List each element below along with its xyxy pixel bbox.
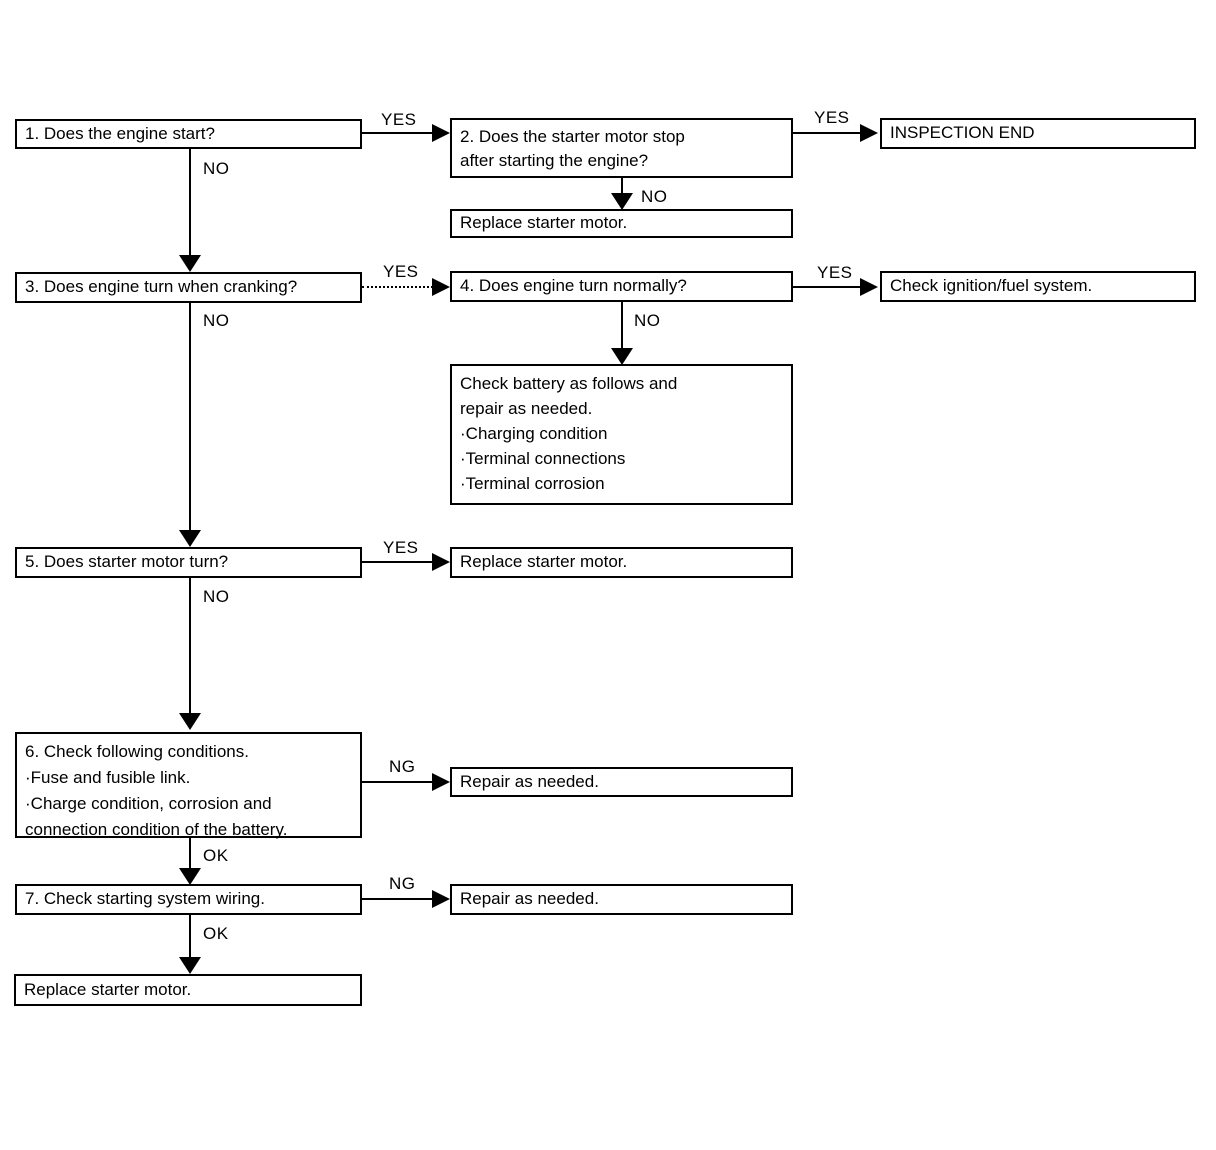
edge-q3-no-line xyxy=(189,303,191,531)
arrowhead-down-q4-battery xyxy=(611,348,633,365)
check-battery-line2: repair as needed. xyxy=(460,399,593,418)
label-no-q5: NO xyxy=(203,587,230,606)
node-repair-as-needed-after-q7: Repair as needed. xyxy=(450,884,793,915)
node-3-engine-turn-cranking: 3. Does engine turn when cranking? xyxy=(15,272,362,303)
arrowhead-right-q2-end xyxy=(860,124,878,142)
arrowhead-down-q6-q7 xyxy=(179,868,201,885)
node-3-text: 3. Does engine turn when cranking? xyxy=(25,277,298,297)
arrowhead-right-q7-repair xyxy=(432,890,450,908)
check-ignition-text: Check ignition/fuel system. xyxy=(890,276,1093,296)
node-2-text-line2: after starting the engine? xyxy=(460,151,649,170)
node-1-text: 1. Does the engine start? xyxy=(25,123,215,143)
node-check-battery: Check battery as follows and repair as n… xyxy=(450,364,793,505)
edge-q2-no-line xyxy=(621,177,623,195)
label-yes-q4: YES xyxy=(817,263,853,282)
label-no-q3: NO xyxy=(203,311,230,330)
node-replace-starter-motor-after-q2: Replace starter motor. xyxy=(450,209,793,238)
label-no-q4: NO xyxy=(634,311,661,330)
arrowhead-down-q7-final xyxy=(179,957,201,974)
label-yes-q3: YES xyxy=(383,262,419,281)
arrowhead-right-q6-repair xyxy=(432,773,450,791)
edge-q7-ng-line xyxy=(362,898,433,900)
label-yes-q1: YES xyxy=(381,110,417,129)
label-no-q2: NO xyxy=(641,187,668,206)
node-6-line2: ·Fuse and fusible link. xyxy=(25,768,191,787)
arrowhead-down-q5-q6 xyxy=(179,713,201,730)
edge-q4-yes-line xyxy=(793,286,861,288)
node-5-starter-motor-turn: 5. Does starter motor turn? xyxy=(15,547,362,578)
edge-q6-ng-line xyxy=(362,781,433,783)
node-1-does-engine-start: 1. Does the engine start? xyxy=(15,119,362,149)
label-ng-q6: NG xyxy=(389,757,416,776)
node-2-starter-motor-stop: 2. Does the starter motor stop after sta… xyxy=(450,118,793,178)
edge-q1-yes-line xyxy=(362,132,433,134)
node-7-check-starting-wiring: 7. Check starting system wiring. xyxy=(15,884,362,915)
edge-q6-ok-line xyxy=(189,838,191,869)
check-battery-line3: ·Charging condition xyxy=(460,424,608,443)
label-ok-q6: OK xyxy=(203,846,229,865)
edge-q5-no-line xyxy=(189,578,191,714)
node-4-engine-turn-normally: 4. Does engine turn normally? xyxy=(450,271,793,302)
label-yes-q5: YES xyxy=(383,538,419,557)
arrowhead-right-q5-replace xyxy=(432,553,450,571)
node-inspection-end: INSPECTION END xyxy=(880,118,1196,149)
label-yes-q2: YES xyxy=(814,108,850,127)
node-6-line1: 6. Check following conditions. xyxy=(25,742,249,761)
node-replace-starter-motor-final: Replace starter motor. xyxy=(14,974,362,1006)
node-4-text: 4. Does engine turn normally? xyxy=(460,276,687,296)
node-6-check-conditions: 6. Check following conditions. ·Fuse and… xyxy=(15,732,362,839)
arrowhead-down-q3-q5 xyxy=(179,530,201,547)
node-replace-starter-motor-after-q5: Replace starter motor. xyxy=(450,547,793,578)
replace-after-q5-text: Replace starter motor. xyxy=(460,552,628,572)
check-battery-line1: Check battery as follows and xyxy=(460,374,678,393)
arrowhead-down-q1-q3 xyxy=(179,255,201,272)
arrowhead-right-q3-q4 xyxy=(432,278,450,296)
label-ng-q7: NG xyxy=(389,874,416,893)
edge-q7-ok-line xyxy=(189,915,191,958)
node-2-text-line1: 2. Does the starter motor stop xyxy=(460,127,685,146)
edge-q1-no-line xyxy=(189,149,191,256)
arrowhead-right-q1-q2 xyxy=(432,124,450,142)
inspection-end-text: INSPECTION END xyxy=(890,123,1035,143)
label-ok-q7: OK xyxy=(203,924,229,943)
replace-after-q2-text: Replace starter motor. xyxy=(460,213,628,233)
edge-q3-yes-line xyxy=(362,286,433,288)
node-check-ignition-fuel: Check ignition/fuel system. xyxy=(880,271,1196,302)
node-7-text: 7. Check starting system wiring. xyxy=(25,889,265,909)
repair-after-q6-text: Repair as needed. xyxy=(460,771,599,791)
check-battery-line4: ·Terminal connections xyxy=(460,449,626,468)
node-6-line4: connection condition of the battery. xyxy=(25,820,288,839)
label-no-q1: NO xyxy=(203,159,230,178)
arrowhead-down-q2-replace xyxy=(611,193,633,210)
arrowhead-right-q4-ignition xyxy=(860,278,878,296)
repair-after-q7-text: Repair as needed. xyxy=(460,889,599,909)
node-repair-as-needed-after-q6: Repair as needed. xyxy=(450,767,793,797)
edge-q4-no-line xyxy=(621,302,623,349)
replace-final-text: Replace starter motor. xyxy=(24,979,192,999)
edge-q2-yes-line xyxy=(793,132,861,134)
check-battery-line5: ·Terminal corrosion xyxy=(460,474,605,493)
edge-q5-yes-line xyxy=(362,561,433,563)
node-5-text: 5. Does starter motor turn? xyxy=(25,552,229,572)
node-6-line3: ·Charge condition, corrosion and xyxy=(25,794,272,813)
